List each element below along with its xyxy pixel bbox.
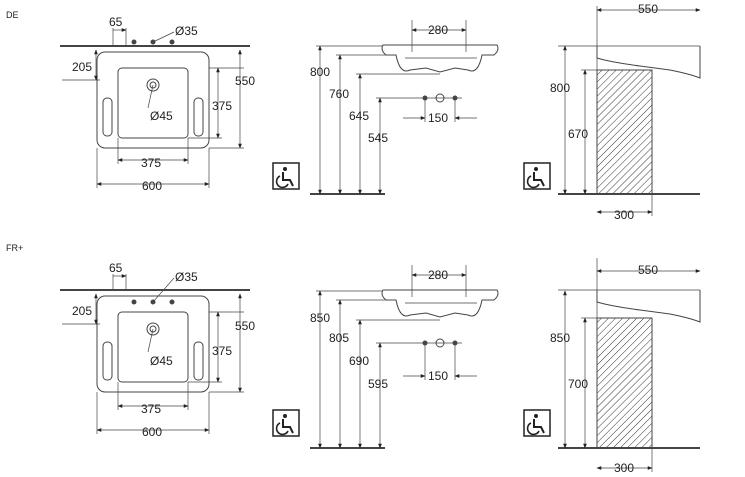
dim-hole-offset: 65 [109, 15, 123, 29]
grab-handle-left [102, 341, 113, 381]
side-view [558, 258, 701, 472]
waste-hole [146, 78, 160, 92]
grab-handle-right [193, 97, 204, 137]
front-view [310, 20, 499, 195]
dim-siphon-depth: 300 [614, 461, 634, 475]
waste-hole [146, 322, 160, 336]
dim-waste-hole: Ø45 [150, 354, 173, 368]
siphon-hatch [596, 69, 653, 195]
dim-rim-height: 800 [550, 81, 570, 95]
basin-outline [96, 295, 210, 393]
side-view [558, 6, 701, 216]
wheelchair-accessible-icon [272, 409, 300, 437]
front-view [310, 265, 499, 449]
top-view [60, 28, 250, 188]
grab-handle-right [193, 341, 204, 381]
dim-waste-hole: Ø45 [150, 109, 173, 123]
dim-supply-height: 595 [368, 377, 388, 391]
dim-bowl-height: 805 [329, 331, 349, 345]
basin-side-outline [596, 290, 701, 323]
dim-rim-height: 850 [550, 331, 570, 345]
dim-supply-spacing: 150 [428, 369, 448, 383]
dim-waste-height: 645 [349, 109, 369, 123]
dim-bowl-width: 375 [141, 156, 161, 170]
wheelchair-accessible-icon [523, 409, 551, 437]
dim-depth-to-waste: 205 [72, 60, 92, 74]
dim-supply-spacing: 150 [428, 111, 448, 125]
dim-knee-clearance: 670 [568, 127, 588, 141]
grab-handle-left [102, 97, 113, 137]
basin-side-outline [596, 46, 701, 79]
wheelchair-accessible-icon [272, 162, 300, 190]
wheelchair-accessible-icon [523, 162, 551, 190]
dim-total-depth: 550 [235, 319, 255, 333]
dim-handle-spacing: 280 [428, 268, 448, 282]
dim-projection: 550 [638, 2, 658, 16]
basin-outline [96, 51, 210, 149]
dim-bowl-depth: 375 [212, 99, 232, 113]
region-label: DE [6, 10, 19, 20]
waste-hole-inner [149, 81, 157, 89]
dim-total-width: 600 [142, 425, 162, 439]
bowl-outline [117, 311, 189, 383]
dim-bowl-depth: 375 [212, 344, 232, 358]
basin-front-outline [381, 44, 499, 73]
dim-supply-height: 545 [368, 131, 388, 145]
dim-knee-clearance: 700 [568, 377, 588, 391]
dim-bowl-height: 760 [329, 87, 349, 101]
section-de: DE [6, 2, 701, 222]
dim-handle-spacing: 280 [428, 23, 448, 37]
basin-front-outline [381, 289, 499, 318]
siphon-hatch [596, 317, 653, 449]
dim-hole-offset: 65 [109, 261, 123, 275]
top-view [60, 274, 250, 434]
dim-total-depth: 550 [235, 74, 255, 88]
dim-tap-hole: Ø35 [175, 24, 198, 38]
bowl-outline [117, 67, 189, 139]
waste-hole-inner [149, 325, 157, 333]
region-label: FR+ [6, 243, 23, 253]
dim-depth-to-waste: 205 [72, 304, 92, 318]
dim-tap-hole: Ø35 [175, 270, 198, 284]
dim-rim-height: 800 [310, 65, 330, 79]
dim-bowl-width: 375 [141, 402, 161, 416]
dim-siphon-depth: 300 [614, 208, 634, 222]
dim-total-width: 600 [142, 179, 162, 193]
dim-projection: 550 [638, 263, 658, 277]
tap-hole-left [131, 39, 137, 45]
tap-hole-right [169, 39, 175, 45]
dim-waste-height: 690 [349, 354, 369, 368]
section-frplus: FR+ [6, 243, 701, 475]
dim-rim-height: 850 [310, 311, 330, 325]
